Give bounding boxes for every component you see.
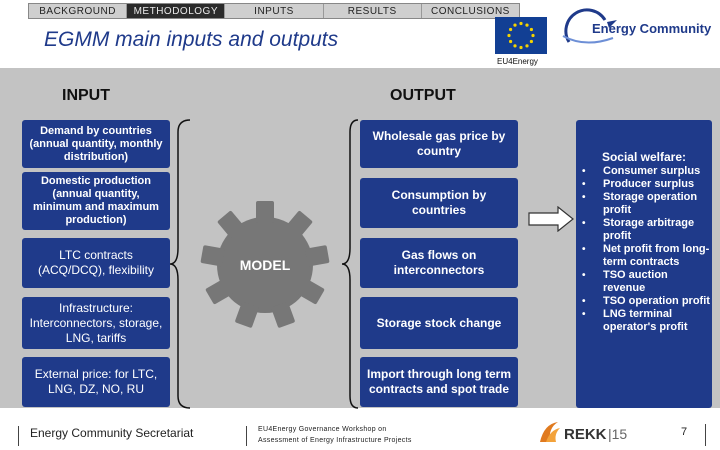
tab-inputs[interactable]: INPUTS [225, 4, 324, 18]
output-heading: OUTPUT [390, 87, 456, 104]
list-item: TSO auction revenue [582, 269, 710, 295]
model-gear-icon [200, 201, 330, 328]
tab-background[interactable]: BACKGROUND [29, 4, 128, 18]
output-item-gas-flows: Gas flows on interconnectors [360, 238, 518, 288]
eu-flag-icon [495, 17, 547, 54]
footer-event-line: EU4Energy Governance Workshop on [258, 426, 387, 433]
list-item: TSO operation profit [582, 295, 710, 308]
output-item-storage: Storage stock change [360, 297, 518, 349]
list-item: Net profit from long-term contracts [582, 243, 710, 269]
list-item: Storage arbitrage profit [582, 217, 710, 243]
footer-event: EU4Energy Governance Workshop on Assessm… [258, 424, 412, 446]
input-item-demand: Demand by countries (annual quantity, mo… [22, 120, 170, 168]
input-item-ltc: LTC contracts (ACQ/DCQ), flexibility [22, 238, 170, 288]
tab-conclusions[interactable]: CONCLUSIONS [421, 4, 520, 18]
input-item-production: Domestic production (annual quantity, mi… [22, 172, 170, 230]
tab-methodology[interactable]: METHODOLOGY [127, 4, 226, 18]
footer-organization: Energy Community Secretariat [30, 426, 194, 440]
list-item: Storage operation profit [582, 191, 710, 217]
arrow-right-icon [528, 206, 574, 232]
list-item: Consumer surplus [582, 165, 710, 178]
input-heading: INPUT [62, 87, 110, 104]
svg-text:REKK: REKK [564, 426, 607, 443]
input-item-infrastructure: Infrastructure: Interconnectors, storage… [22, 297, 170, 349]
output-item-consumption: Consumption by countries [360, 178, 518, 228]
footer-divider [705, 424, 706, 446]
page-title: EGMM main inputs and outputs [44, 28, 339, 51]
welfare-title: Social welfare: [601, 150, 687, 164]
section-nav: BACKGROUND METHODOLOGY INPUTS RESULTS CO… [28, 3, 520, 19]
eu4energy-caption: EU4Energy [497, 57, 538, 66]
footer-divider [18, 426, 19, 446]
output-item-price: Wholesale gas price by country [360, 120, 518, 168]
input-item-external-price: External price: for LTC, LNG, DZ, NO, RU [22, 357, 170, 407]
page-number: 7 [681, 426, 688, 438]
social-welfare-panel: Social welfare: Consumer surplus Produce… [576, 120, 712, 408]
footer-event-line: Assessment of Energy Infrastructure Proj… [258, 437, 412, 444]
input-brace-icon [170, 119, 191, 409]
footer-divider [246, 426, 247, 446]
output-item-import: Import through long term contracts and s… [360, 357, 518, 407]
model-label: MODEL [239, 257, 291, 273]
list-item: Producer surplus [582, 178, 710, 191]
energy-community-logo [555, 8, 715, 53]
list-item: LNG terminal operator's profit [582, 308, 710, 334]
welfare-list: Consumer surplus Producer surplus Storag… [582, 165, 710, 334]
rekk-logo: REKK |15 [540, 422, 627, 443]
svg-text:|15: |15 [608, 426, 627, 442]
tab-results[interactable]: RESULTS [323, 4, 422, 18]
logo-text: Energy Community [592, 21, 712, 36]
output-brace-icon [341, 119, 359, 409]
